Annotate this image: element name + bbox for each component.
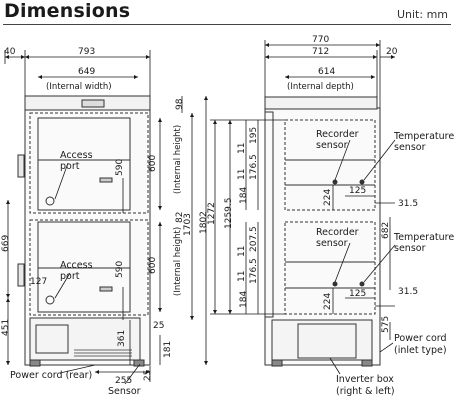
dim-224-lower: 224 <box>323 293 333 310</box>
access-port-lower-icon <box>45 295 55 305</box>
vent-grille <box>74 349 132 357</box>
label-internal-height-lower: (Internal height) <box>173 227 183 296</box>
dim-40: 40 <box>4 47 16 57</box>
lower-inner-compartment <box>37 221 131 313</box>
dim-1259-5: 1259.5 <box>224 198 234 230</box>
side-machine-compartment <box>271 319 373 361</box>
dim-649: 649 <box>78 67 95 77</box>
label-recorder-sensor-upper-line2: sensor <box>316 140 348 151</box>
upper-inner-compartment <box>37 117 131 211</box>
temperature-sensor-upper-icon <box>359 179 365 185</box>
dim-31-5-upper: 31.5 <box>398 199 418 209</box>
dim-184-lower: 184 <box>239 291 249 308</box>
upper-handle <box>17 154 25 178</box>
dim-712: 712 <box>312 47 329 57</box>
dim-98: 98 <box>175 98 185 110</box>
dim-793: 793 <box>78 47 95 57</box>
dim-207-5: 207.5 <box>249 226 259 252</box>
bottom-panel <box>35 324 69 354</box>
dim-31-5-lower: 31.5 <box>398 287 418 297</box>
dim-181: 181 <box>163 341 173 358</box>
dim-125-upper: 125 <box>349 186 366 196</box>
label-internal-width: (Internal width) <box>46 82 112 92</box>
lower-latch <box>99 286 113 292</box>
access-port-upper-icon <box>45 196 55 206</box>
label-internal-height-upper: (Internal height) <box>173 125 183 194</box>
dim-11-a: 11 <box>237 143 247 154</box>
dim-600-upper: 600 <box>148 155 158 172</box>
side-view <box>264 96 381 367</box>
label-inverter-box-line2: (right & left) <box>336 386 395 397</box>
dim-1802: 1802 <box>199 211 209 234</box>
label-recorder-sensor-upper-line1: Recorder <box>316 129 359 140</box>
dim-25-top: 25 <box>153 321 164 331</box>
dim-451: 451 <box>1 319 11 336</box>
dim-176-5-upper: 176.5 <box>249 154 259 180</box>
unit-label: Unit: mm <box>396 8 448 21</box>
dim-25-bottom: 25 <box>143 370 153 381</box>
recorder-sensor-lower-icon <box>332 281 338 287</box>
caster-right <box>133 359 145 367</box>
dim-224-upper: 224 <box>323 189 333 206</box>
dim-600-lower: 600 <box>148 257 158 274</box>
dim-575: 575 <box>381 316 391 333</box>
dim-682: 682 <box>381 222 391 239</box>
dim-11-d: 11 <box>237 271 247 282</box>
temperature-sensor-lower-icon <box>359 281 365 287</box>
label-access-port-upper-line2: port <box>60 161 80 172</box>
dim-11-c: 11 <box>237 246 247 257</box>
dim-1703: 1703 <box>183 213 193 236</box>
front-view <box>17 95 151 367</box>
dim-614: 614 <box>318 67 335 77</box>
label-recorder-sensor-lower-line2: sensor <box>316 238 348 249</box>
dim-669: 669 <box>1 235 11 252</box>
inverter-box-icon <box>297 323 357 359</box>
label-temperature-sensor-upper-line2: sensor <box>394 142 426 153</box>
side-caster-left <box>271 359 283 367</box>
upper-latch <box>99 177 113 183</box>
side-lower-chamber <box>284 221 376 315</box>
caster-left <box>29 359 41 367</box>
label-sensor: Sensor <box>108 386 141 397</box>
label-access-port-lower-line1: Access <box>60 260 93 271</box>
dim-255: 255 <box>115 376 132 386</box>
dim-590-lower: 590 <box>115 261 125 278</box>
label-access-port-lower-line2: port <box>60 271 80 282</box>
dim-20: 20 <box>386 47 398 57</box>
dim-1272: 1272 <box>207 202 217 225</box>
label-power-cord-inlet-line2: (inlet type) <box>394 345 447 356</box>
label-temperature-sensor-lower-line2: sensor <box>394 243 426 254</box>
label-power-cord-rear: Power cord (rear) <box>10 370 92 381</box>
label-temperature-sensor-upper-line1: Temperature <box>393 131 454 142</box>
title-divider <box>3 24 451 25</box>
dim-361: 361 <box>117 330 127 347</box>
dim-195: 195 <box>249 127 259 144</box>
label-internal-depth: (Internal depth) <box>287 82 354 92</box>
side-door-edge <box>264 111 274 318</box>
side-top-panel <box>264 96 378 110</box>
label-inverter-box-line1: Inverter box <box>336 374 394 385</box>
dim-127: 127 <box>30 277 47 287</box>
page-title: Dimensions <box>4 0 131 22</box>
label-power-cord-inlet-line1: Power cord <box>394 333 447 344</box>
lower-door <box>29 219 149 316</box>
dim-11-b: 11 <box>237 169 247 180</box>
dim-184-upper: 184 <box>239 187 249 204</box>
dim-176-5-lower: 176.5 <box>249 258 259 284</box>
label-temperature-sensor-lower-line1: Temperature <box>393 232 454 243</box>
dim-590-upper: 590 <box>115 159 125 176</box>
lower-handle <box>17 263 25 287</box>
label-recorder-sensor-lower-line1: Recorder <box>316 227 359 238</box>
upper-door <box>29 112 149 214</box>
dim-770: 770 <box>312 35 329 45</box>
dim-82: 82 <box>175 212 185 223</box>
dim-125-lower: 125 <box>349 289 366 299</box>
recorder-sensor-upper-icon <box>332 179 338 185</box>
display-panel-icon <box>81 99 105 108</box>
label-access-port-upper-line1: Access <box>60 150 93 161</box>
side-upper-chamber <box>284 119 376 211</box>
side-caster-right <box>361 359 373 367</box>
